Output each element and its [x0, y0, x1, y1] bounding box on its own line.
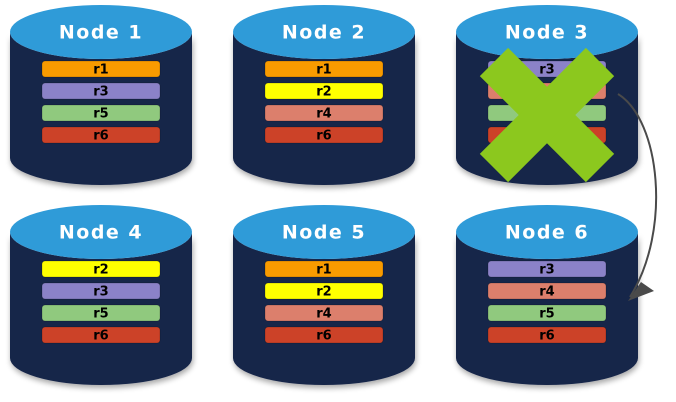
- replica-bar-r1[interactable]: [264, 60, 384, 78]
- node-cylinder-4[interactable]: Node 4 r2 r3 r5 r6: [10, 205, 192, 385]
- replica-bar-label: r6: [316, 329, 331, 344]
- cylinder-top-disc: [456, 205, 638, 259]
- replica-bar-r1[interactable]: [41, 60, 161, 78]
- x-mark-stroke-b: [479, 47, 615, 183]
- node-label: Node 4: [59, 222, 143, 244]
- node-label: Node 2: [282, 22, 366, 44]
- replica-bar-r2[interactable]: [264, 282, 384, 300]
- node-label: Node 1: [59, 22, 143, 44]
- replica-bar-r4[interactable]: [487, 282, 607, 300]
- replica-bar-r4[interactable]: [264, 304, 384, 322]
- node-cylinder-1[interactable]: Node 1 r1 r3 r5 r6: [10, 5, 192, 185]
- replica-bar-r3[interactable]: [41, 82, 161, 100]
- replica-bar-r5[interactable]: [41, 104, 161, 122]
- replica-bar-r6[interactable]: [41, 326, 161, 344]
- cylinder-top-disc: [10, 205, 192, 259]
- replica-bar-label: r2: [316, 85, 331, 100]
- replica-bar-label: r3: [93, 285, 108, 300]
- replica-bar-r5[interactable]: [487, 304, 607, 322]
- node-label: Node 6: [505, 222, 589, 244]
- replica-bar-label: r4: [539, 285, 554, 300]
- replica-bar-label: r5: [93, 107, 108, 122]
- recovery-arrow-head: [628, 282, 654, 301]
- replica-bar-label: r1: [316, 63, 331, 78]
- recovery-arrow-line: [617, 93, 658, 298]
- replica-bar-label: r4: [316, 107, 331, 122]
- replica-bar-label: r5: [93, 307, 108, 322]
- replica-bar-label: r6: [93, 329, 108, 344]
- replica-bar-label: r3: [539, 263, 554, 278]
- node-cylinder-5[interactable]: Node 5 r1 r2 r4 r6: [233, 205, 415, 385]
- replica-bar-label: r3: [539, 63, 554, 78]
- replica-bar-r6[interactable]: [264, 126, 384, 144]
- node-label: Node 5: [282, 222, 366, 244]
- replica-bar-label: r1: [93, 63, 108, 78]
- replica-bar-label: r4: [316, 307, 331, 322]
- node-label: Node 3: [505, 22, 589, 44]
- cylinder-top-disc: [10, 5, 192, 59]
- replica-bar-r5[interactable]: [41, 304, 161, 322]
- replica-bar-label: r6: [316, 129, 331, 144]
- recovery-arrow: [617, 93, 658, 301]
- cylinder-top-disc: [233, 5, 415, 59]
- replica-bar-r3[interactable]: [487, 260, 607, 278]
- cylinder-top-disc: [456, 5, 638, 59]
- cylinder-top-disc: [233, 205, 415, 259]
- replica-bar-r6[interactable]: [41, 126, 161, 144]
- replica-bar-label: r2: [316, 285, 331, 300]
- replica-bar-label: r2: [93, 263, 108, 278]
- replica-bar-r6[interactable]: [487, 326, 607, 344]
- replica-bar-label: r5: [539, 307, 554, 322]
- node-cylinder-6[interactable]: Node 6 r3 r4 r5 r6: [456, 205, 638, 385]
- replica-bar-label: r6: [93, 129, 108, 144]
- replica-bar-r3[interactable]: [41, 282, 161, 300]
- replica-bar-label: r6: [539, 329, 554, 344]
- replica-bar-label: r1: [316, 263, 331, 278]
- nodes-layer: Node 1 r1 r3 r5 r6 Node 2 r1 r2 r4 r6 Node 3 r3 r4 r5…: [10, 5, 638, 385]
- replica-bar-r4[interactable]: [264, 104, 384, 122]
- node-cylinder-2[interactable]: Node 2 r1 r2 r4 r6: [233, 5, 415, 185]
- replica-bar-r2[interactable]: [41, 260, 161, 278]
- replica-bar-r6[interactable]: [264, 326, 384, 344]
- replica-bar-r1[interactable]: [264, 260, 384, 278]
- replica-bar-label: r3: [93, 85, 108, 100]
- replica-bar-r2[interactable]: [264, 82, 384, 100]
- failure-x-mark: [479, 47, 615, 183]
- overlay-layer: [479, 47, 658, 301]
